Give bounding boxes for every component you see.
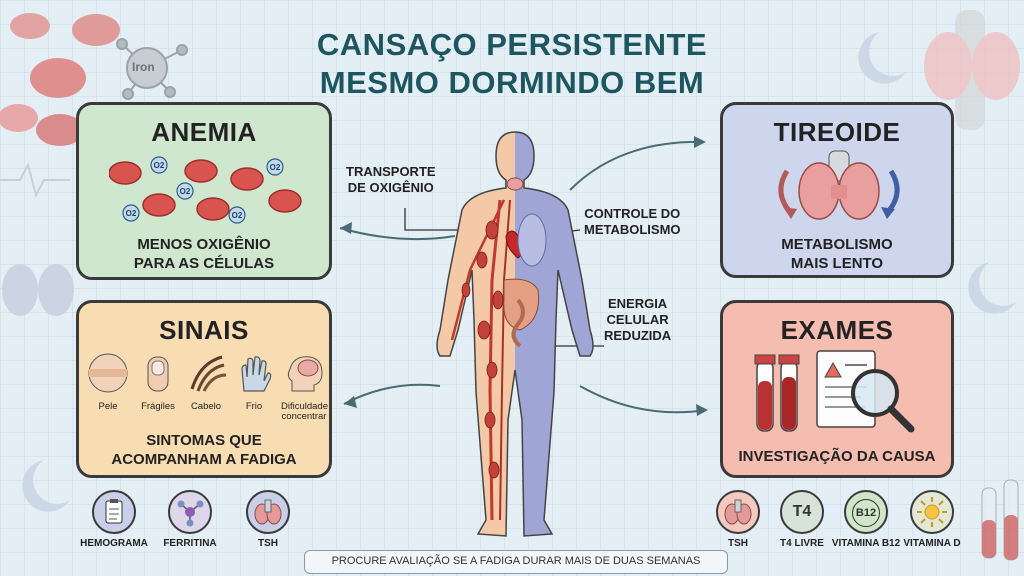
arrow-to-anemia — [339, 227, 456, 241]
sign-item-pele: Pele — [85, 353, 131, 412]
molecule-icon — [168, 490, 212, 534]
svg-text:O2: O2 — [232, 211, 243, 220]
callout-transporte: TRANSPORTE DE OXIGÊNIO — [346, 164, 436, 196]
tsh-label-left: TSH — [258, 538, 278, 549]
b12-badge: B12 — [852, 499, 880, 527]
sinais-caption-line-1: SINTOMAS QUE — [146, 432, 262, 449]
sinais-panel: SINAIS Pele Frágiles Cabelo Frio — [76, 300, 332, 478]
nail-icon — [147, 356, 169, 392]
callout-controle-line-2: METABOLISMO — [584, 222, 681, 237]
sinais-caption-line-2: ACOMPANHAM A FADIGA — [111, 451, 297, 468]
tireoide-title: TIREOIDE — [773, 117, 901, 147]
sign-item-dificuldade: Dificuldade concentrar — [281, 353, 328, 422]
blood-tube-icon — [778, 354, 800, 432]
svg-text:O2: O2 — [180, 187, 191, 196]
arrow-to-exames — [579, 385, 707, 414]
blood-cell-decor — [30, 58, 86, 98]
vitamina-d-label: VITAMINA D — [903, 538, 961, 549]
thyroid-icon — [716, 490, 760, 534]
thyroid-decor — [2, 264, 74, 316]
callout-controle: CONTROLE DO METABOLISMO — [584, 206, 681, 238]
lab-tests-illustration — [754, 350, 915, 433]
iron-label: Iron — [132, 60, 155, 74]
clipboard-icon — [92, 490, 136, 534]
human-body-illustration — [436, 131, 594, 537]
callout-energia-line-3: REDUZIDA — [604, 328, 672, 343]
sign-item-cabelo: Cabelo — [183, 353, 229, 412]
sign-label: Dificuldade concentrar — [281, 401, 328, 422]
sign-item-frageis: Frágiles — [135, 353, 181, 412]
tireoide-caption-line-1: METABOLISMO — [781, 236, 893, 253]
thyroid-gland-icon — [778, 150, 900, 220]
hair-icon — [190, 355, 227, 392]
blood-cell-decor — [72, 14, 120, 46]
sign-label: Cabelo — [190, 401, 222, 412]
callout-transporte-line-1: TRANSPORTE — [346, 164, 436, 179]
callout-controle-line-1: CONTROLE DO — [584, 206, 681, 221]
arrow-to-tireoide — [569, 140, 705, 191]
sign-label: Pele — [98, 401, 118, 412]
footer-note: PROCURE AVALIAÇÃO SE A FADIGA DURAR MAIS… — [304, 550, 728, 574]
sinais-caption: SINTOMAS QUE ACOMPANHAM A FADIGA — [79, 431, 329, 469]
svg-text:O2: O2 — [270, 163, 281, 172]
t4-livre-label: T4 LIVRE — [780, 538, 824, 549]
blood-tube-icon — [754, 354, 776, 432]
callout-energia: ENERGIA CELULAR REDUZIDA — [604, 296, 671, 344]
sign-label: Frio — [245, 401, 263, 412]
tsh-label-right: TSH — [728, 538, 748, 549]
anemia-caption: MENOS OXIGÊNIO PARA AS CÉLULAS — [79, 235, 329, 273]
tireoide-panel: TIREOIDE METABOLISMO MAIS LENTO — [720, 102, 954, 278]
thyroid-icon — [246, 490, 290, 534]
moon-decor — [22, 460, 71, 512]
title-line-1: CANSAÇO PERSISTENTE — [316, 27, 708, 62]
sign-label: Frágiles — [141, 401, 175, 412]
svg-text:O2: O2 — [126, 209, 137, 218]
tireoide-caption-line-2: MAIS LENTO — [790, 255, 884, 272]
title-line-2: MESMO DORMINDO BEM — [319, 65, 705, 100]
anemia-title: ANEMIA — [151, 117, 257, 147]
hand-cold-icon — [241, 356, 272, 392]
exames-caption: INVESTIGAÇÃO DA CAUSA — [738, 448, 936, 465]
anemia-caption-line-1: MENOS OXIGÊNIO — [137, 236, 271, 253]
sinais-title: SINAIS — [159, 315, 249, 345]
t4-icon: T4 — [780, 490, 824, 534]
callout-energia-line-2: CELULAR — [606, 312, 669, 327]
sign-item-frio: Frio — [231, 353, 277, 412]
test-tubes-decor — [981, 479, 1019, 561]
blood-cell-decor — [36, 114, 84, 146]
b12-icon: B12 — [844, 490, 888, 534]
sun-icon — [910, 490, 954, 534]
moon-decor — [858, 32, 906, 84]
moon-decor — [968, 262, 1016, 314]
magnifier-icon — [851, 369, 915, 433]
page-title: CANSAÇO PERSISTENTE MESMO DORMINDO BEM — [0, 26, 1024, 102]
callout-transporte-line-2: DE OXIGÊNIO — [347, 180, 434, 195]
hemograma-label: HEMOGRAMA — [80, 538, 148, 549]
ecg-decor — [0, 162, 70, 198]
anemia-caption-line-2: PARA AS CÉLULAS — [133, 255, 275, 272]
iron-molecule-decor — [116, 38, 188, 100]
blood-cell-decor — [10, 13, 50, 39]
ferritina-label: FERRITINA — [163, 538, 217, 549]
skin-icon — [88, 353, 128, 393]
svg-text:O2: O2 — [154, 161, 165, 170]
exames-title: EXAMES — [780, 315, 894, 345]
callout-energia-line-1: ENERGIA — [607, 296, 668, 311]
head-brain-icon — [287, 356, 323, 392]
tireoide-caption: METABOLISMO MAIS LENTO — [723, 235, 951, 273]
vitamina-b12-label: VITAMINA B12 — [831, 538, 901, 549]
blood-cell-decor — [0, 104, 38, 132]
exames-panel: EXAMES INVESTIGAÇÃO DA CAUSA — [720, 300, 954, 478]
thyroid-decor — [924, 10, 1020, 130]
